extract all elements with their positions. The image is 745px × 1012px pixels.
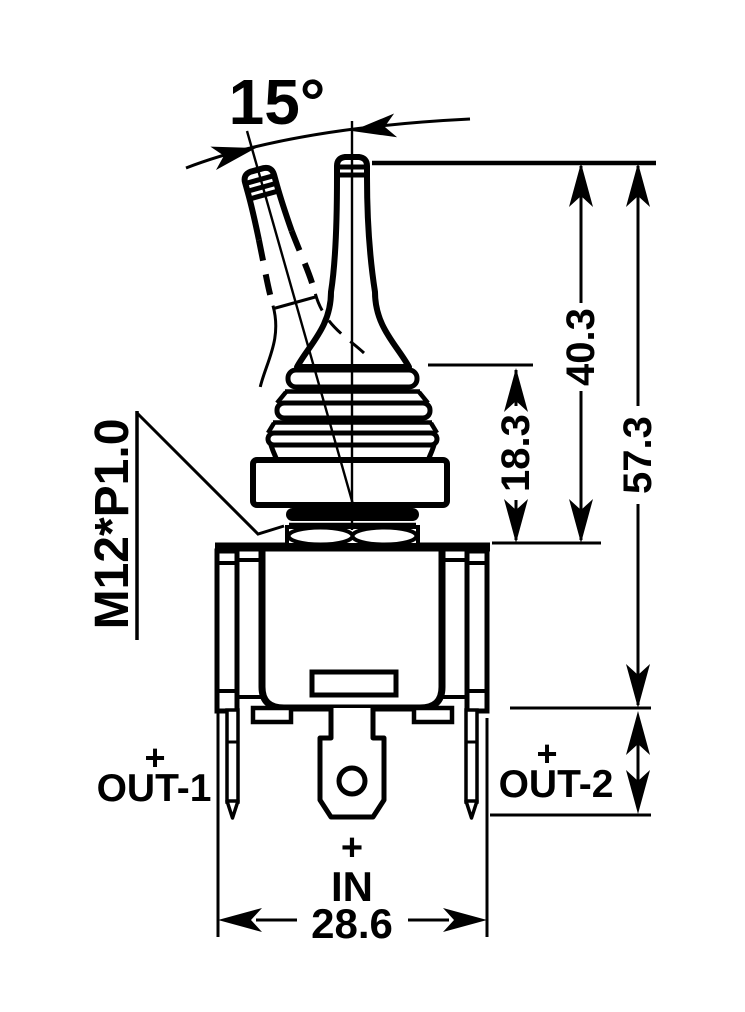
dim-28-6-label: 28.6 — [311, 900, 393, 947]
bracket-left — [214, 548, 262, 714]
angle-label: 15° — [229, 66, 326, 138]
thread-callout — [135, 411, 285, 640]
angle-arc — [185, 117, 471, 170]
dim-40-3-label: 40.3 — [559, 308, 603, 386]
dimension-terminal-length — [626, 711, 650, 814]
tab-left — [250, 705, 294, 725]
angle-arrow-left — [210, 146, 256, 170]
out1-label: OUT-1 — [97, 767, 212, 810]
blade-hole — [336, 765, 368, 797]
angle-dimension — [185, 113, 471, 170]
switch-body — [214, 542, 490, 725]
body-label-window — [309, 669, 399, 698]
dimension-40-3 — [569, 163, 593, 543]
angle-arrow-right — [352, 113, 398, 138]
terminal-in-blade — [317, 708, 387, 820]
tab-right — [411, 705, 455, 725]
labels: 15° M12*P1.0 40.3 57.3 18.3 28.6 + OUT-1… — [86, 66, 660, 947]
pin-out1 — [225, 708, 240, 820]
in-label: IN — [331, 863, 373, 910]
in-plus: + — [341, 827, 363, 869]
pin-out2 — [464, 708, 479, 820]
lever-tilted — [241, 164, 370, 388]
dim-57-3-label: 57.3 — [616, 416, 660, 494]
bracket-right — [442, 548, 490, 714]
dimension-18-3 — [504, 368, 528, 543]
dimension-57-3 — [626, 163, 650, 708]
extension-lines — [216, 160, 656, 937]
thread-label: M12*P1.0 — [86, 419, 139, 630]
out2-label: OUT-2 — [499, 763, 614, 806]
out1-plus: + — [144, 737, 165, 778]
dimension-28-6 — [218, 908, 487, 932]
callout-leader — [135, 411, 285, 536]
hex-nut — [250, 457, 450, 508]
centerline-tilted — [245, 130, 358, 516]
dim-18-3-label: 18.3 — [494, 414, 538, 492]
centerlines — [245, 121, 358, 530]
out2-plus: + — [536, 733, 557, 774]
